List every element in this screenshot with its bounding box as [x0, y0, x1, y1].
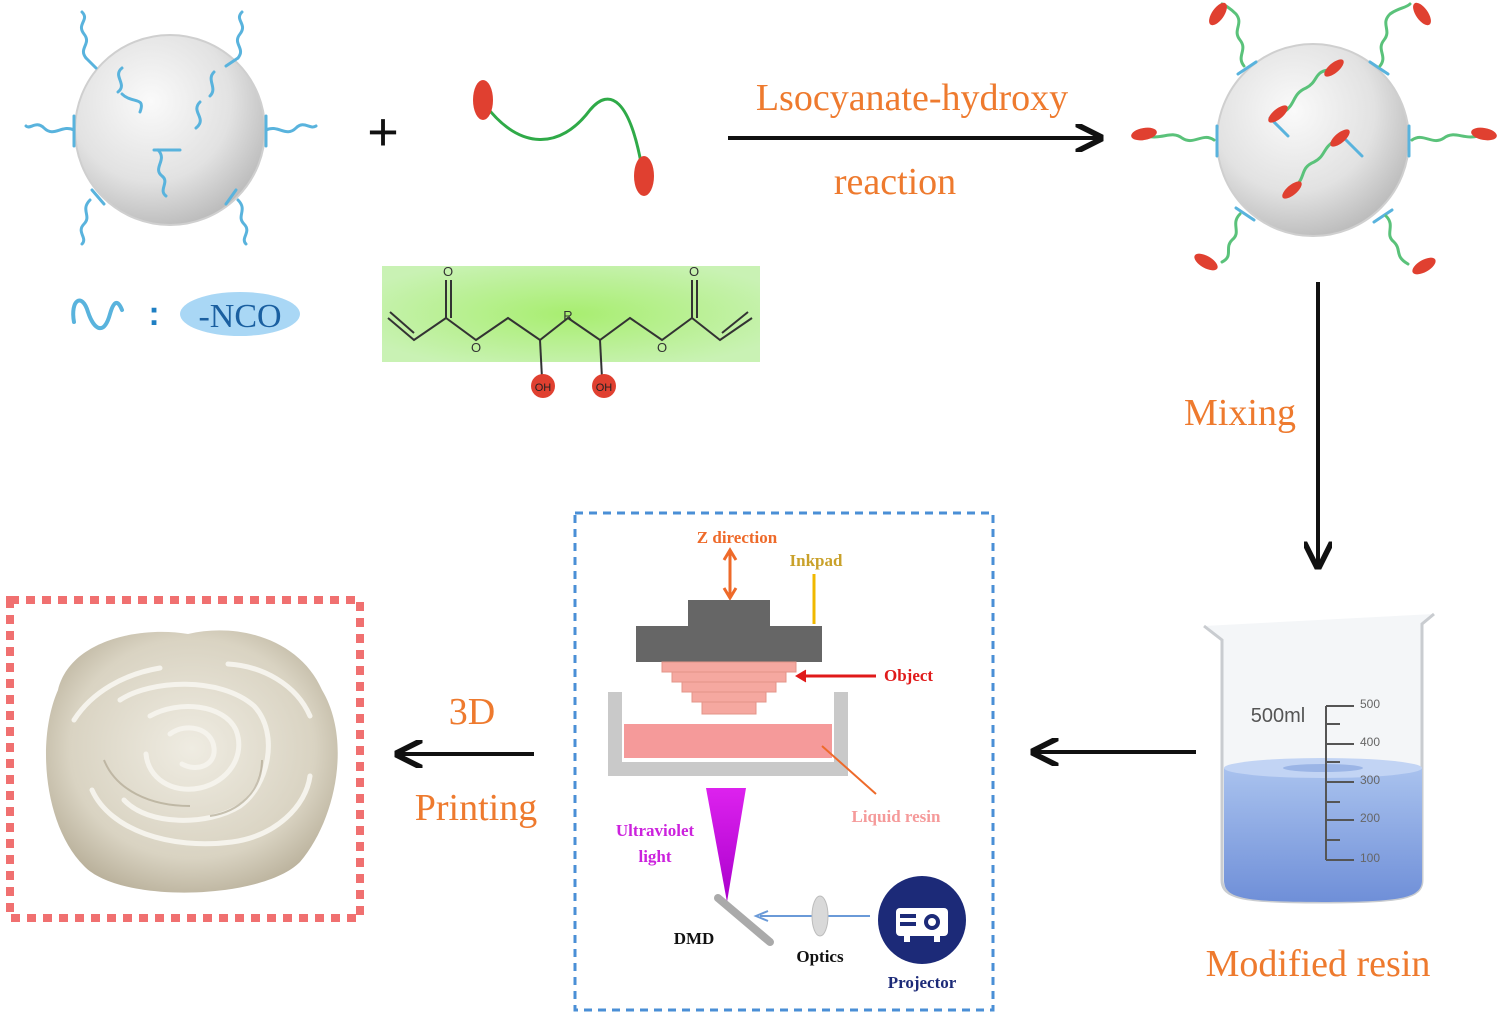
diacrylate-chain-icon [473, 80, 654, 196]
inkpad-label: Inkpad [790, 551, 843, 570]
plus-sign: + [367, 102, 399, 162]
carbonyl-oxygen-label: O [443, 264, 453, 279]
mixing-step: Mixing [1184, 282, 1318, 564]
nanoparticle-icon [24, 10, 318, 246]
ester-oxygen-label: O [471, 340, 481, 355]
hydroxyl-label: OH [596, 382, 613, 394]
r-group-label: R [563, 308, 572, 323]
printer-schematic: Z direction Inkpad Object Liquid resin U… [573, 511, 995, 1012]
beaker-tick-label: 300 [1360, 773, 1380, 787]
beaker-tick-label: 200 [1360, 811, 1380, 825]
printing-label-line2: Printing [415, 787, 537, 829]
uv-label-line2: light [638, 847, 671, 866]
uv-label-line1: Ultraviolet [616, 821, 695, 840]
liquid-resin-label: Liquid resin [852, 807, 942, 826]
ester-oxygen-label: O [657, 340, 667, 355]
optics-label: Optics [796, 947, 844, 966]
printed-rose-icon [6, 596, 364, 922]
printing-step: 3D Printing [400, 691, 537, 829]
beaker-tick-label: 400 [1360, 735, 1380, 749]
beaker-tick-label: 500 [1360, 697, 1380, 711]
object-label: Object [884, 666, 933, 685]
projector-icon [878, 876, 966, 964]
beaker-icon: 500ml 500 400 300 200 100 [1203, 612, 1435, 904]
rose-frame [6, 596, 364, 922]
dmd-label: DMD [674, 929, 715, 948]
modified-resin-label: Modified resin [1206, 943, 1431, 985]
diacrylate-structure: O O O O R OH OH [382, 264, 760, 398]
beaker-tick-label: 100 [1360, 851, 1380, 865]
mixing-label: Mixing [1184, 392, 1296, 434]
hydroxyl-label: OH [535, 382, 552, 394]
legend-separator: : [148, 295, 159, 333]
reaction-step: Lsocyanate-hydroxy reaction [728, 77, 1098, 203]
z-direction-label: Z direction [697, 528, 778, 547]
printing-label-line1: 3D [449, 691, 495, 733]
reaction-label-line1: Lsocyanate-hydroxy [756, 77, 1068, 119]
nco-label: -NCO [198, 298, 281, 335]
carbonyl-oxygen-label: O [689, 264, 699, 279]
projector-label: Projector [888, 973, 957, 992]
reaction-label-line2: reaction [834, 161, 956, 203]
printer-frame [573, 511, 995, 1012]
modified-nanoparticle-icon [1131, 2, 1497, 275]
beaker-volume-label: 500ml [1251, 705, 1305, 727]
nco-legend: : -NCO [71, 292, 300, 336]
nco-squiggle-icon [71, 298, 124, 330]
